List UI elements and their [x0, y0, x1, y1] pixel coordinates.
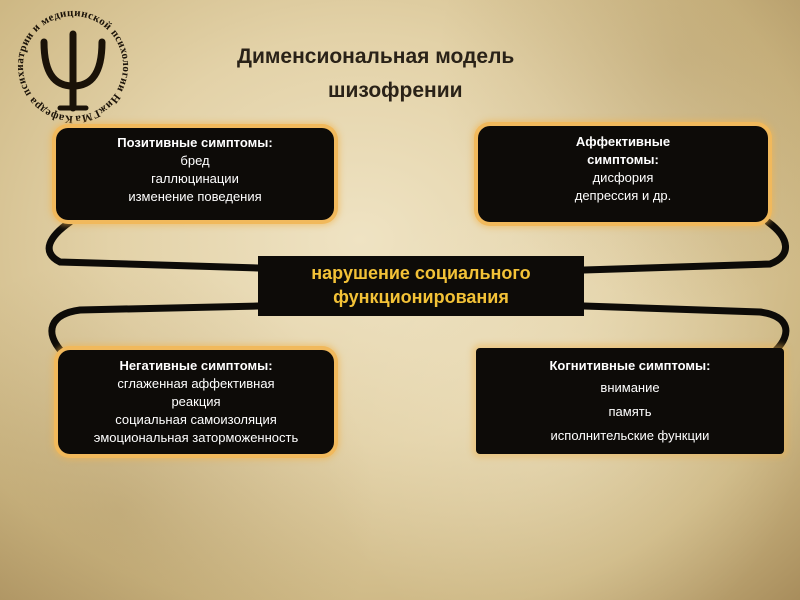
connector-bottom-right [580, 302, 790, 354]
affective-symptoms-heading-2: симптомы: [587, 152, 659, 167]
title-line-2: шизофрении [328, 79, 463, 102]
title-line-1: Дименсиональная модель [237, 45, 515, 68]
affective-item-depression: депрессия и др. [574, 188, 672, 203]
connector-bottom-left [48, 302, 262, 356]
positive-item-delusions: бред [180, 153, 210, 168]
connector-top-right [580, 218, 789, 274]
negative-item-emotional-inhibition: эмоциональная заторможенность [93, 430, 299, 445]
center-box-social-functioning: нарушение социального функционирования [258, 256, 584, 316]
center-line-1: нарушение социального [311, 263, 531, 283]
negative-symptoms-heading: Негативные симптомы: [119, 358, 273, 373]
negative-item-flat-affect: сглаженная аффективная [117, 376, 275, 391]
positive-item-behavior-change: изменение поведения [128, 189, 262, 204]
affective-item-dysphoria: дисфория [592, 170, 654, 185]
affective-symptoms-heading-1: Аффективные [575, 134, 671, 149]
center-line-2: функционирования [333, 287, 509, 307]
cognitive-item-attention: внимание [600, 380, 660, 395]
cognitive-symptoms-heading: Когнитивные симптомы: [549, 358, 711, 373]
negative-item-reaction: реакция [171, 394, 221, 409]
positive-symptoms-heading: Позитивные симптомы: [117, 135, 273, 150]
page-title: Дименсиональная модель шизофрении [200, 40, 620, 108]
cognitive-item-executive-functions: исполнительские функции [550, 428, 710, 443]
connector-top-left [45, 218, 262, 272]
negative-symptoms-box: Негативные симптомы: сглаженная аффектив… [58, 350, 334, 454]
negative-item-social-isolation: социальная самоизоляция [115, 412, 277, 427]
affective-symptoms-box: Аффективные симптомы: дисфория депрессия… [478, 126, 768, 222]
cognitive-item-memory: память [608, 404, 652, 419]
positive-symptoms-box: Позитивные симптомы: бред галлюцинации и… [56, 128, 334, 220]
department-logo: Кафедра психиатрии и медицинской психоло… [14, 8, 132, 125]
psi-icon [40, 30, 106, 112]
positive-item-hallucinations: галлюцинации [151, 171, 239, 186]
cognitive-symptoms-box: Когнитивные симптомы: внимание память ис… [476, 348, 784, 454]
